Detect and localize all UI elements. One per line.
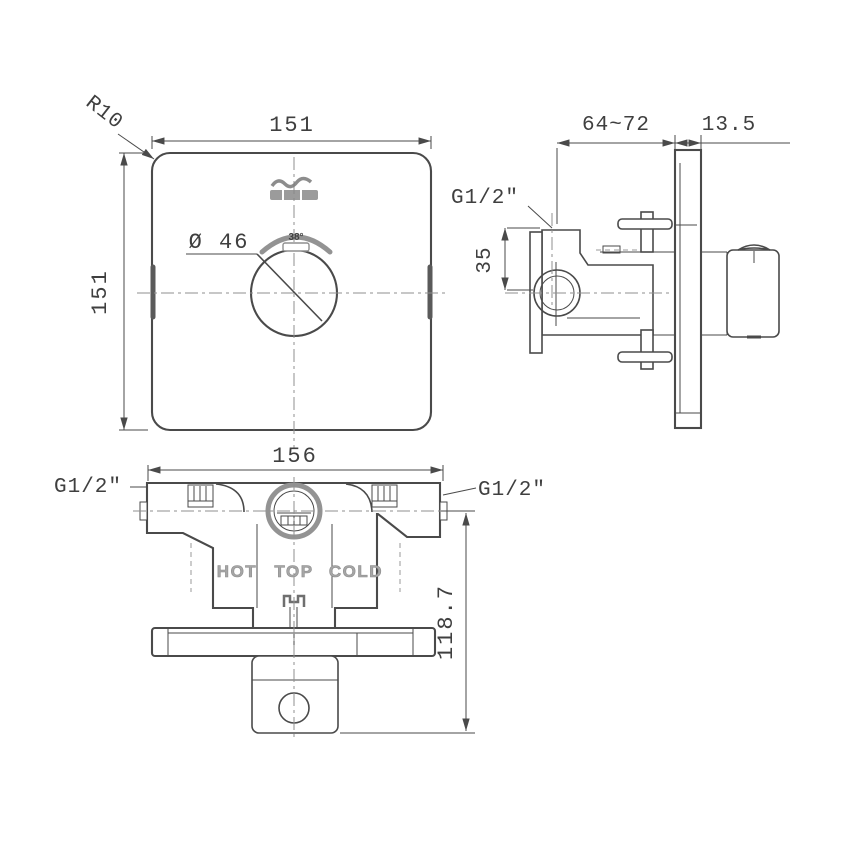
knob-diameter-label: Ø 46: [189, 230, 250, 255]
knob-bottom: [251, 655, 339, 734]
mounting-bracket-top: [617, 211, 673, 253]
dim-corner-radius: R10: [81, 92, 155, 160]
depth-range-label: 64~72: [582, 114, 650, 137]
bottom-height-label: 118.7: [434, 584, 459, 660]
plate-thickness-label: 13.5: [702, 114, 756, 137]
dim-bottom-height: 118.7: [340, 510, 475, 734]
temp-index-mark: [282, 242, 310, 252]
dim-plate-thickness: 13.5: [674, 114, 790, 149]
mounting-bracket-bottom: [617, 329, 673, 370]
brand-logo: [270, 176, 318, 200]
knob-cap: [737, 244, 771, 251]
temp-label: 38°: [288, 232, 303, 243]
bottom-view: HOT TOP COLD 156 118.7 G1/2" G1/2": [54, 444, 546, 741]
dim-depth-range: 64~72: [556, 114, 675, 224]
side-thread-callout: G1/2": [451, 187, 553, 229]
dim-inlet-offset: 35: [474, 227, 540, 291]
front-height-label: 151: [88, 269, 113, 315]
side-view: 64~72 13.5 35 G1/2": [451, 114, 790, 430]
wall-plate-edge: [673, 148, 703, 430]
corner-radius-label: R10: [81, 92, 127, 135]
knob-rotation-line: [256, 253, 323, 322]
bottom-thread-right-label: G1/2": [478, 479, 546, 502]
front-view: 38° 151 151 R10 Ø 46: [81, 92, 446, 449]
inlet-offset-label: 35: [474, 246, 497, 273]
dim-front-height: 151: [88, 152, 148, 431]
right-thread-port: [371, 484, 398, 508]
dim-front-width: 151: [151, 113, 432, 149]
hot-port-label: HOT: [217, 562, 257, 581]
dim-bottom-width: 156: [147, 444, 444, 481]
top-port-label: TOP: [274, 562, 313, 581]
left-thread-port: [187, 484, 214, 508]
bottom-thread-right-callout: G1/2": [442, 479, 546, 502]
side-thread-label: G1/2": [451, 187, 519, 210]
valve-body-side: [541, 229, 654, 336]
side-knob: [701, 244, 780, 339]
bottom-width-label: 156: [272, 444, 318, 469]
bottom-thread-left-label: G1/2": [54, 476, 122, 499]
front-width-label: 151: [269, 113, 315, 138]
body-lug: [602, 245, 621, 254]
cold-port-label: COLD: [329, 562, 383, 581]
temp-arc: [259, 234, 333, 255]
bottom-thread-left-callout: G1/2": [54, 476, 146, 499]
